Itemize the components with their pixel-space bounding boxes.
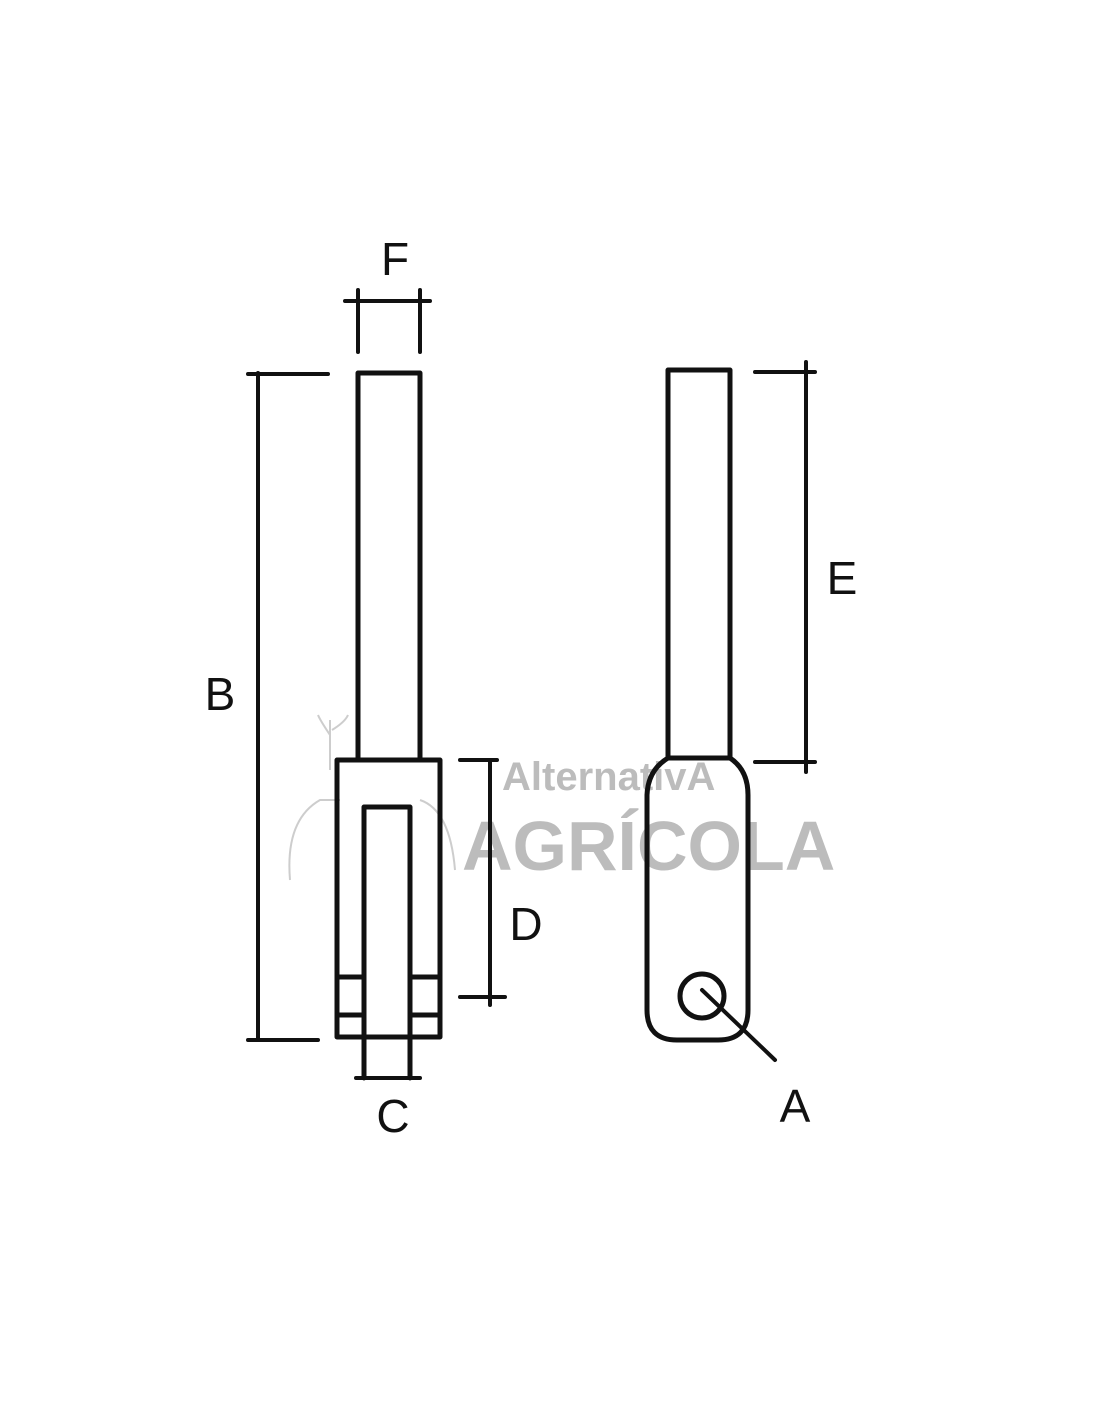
fork-shaft [355, 370, 423, 763]
dimension-D: D [458, 758, 543, 1007]
watermark-logo: AlternativA AGRÍCOLA [288, 714, 835, 885]
dimension-F: F [343, 233, 432, 354]
pin-hole [677, 971, 727, 1021]
dimension-A: A [700, 988, 811, 1132]
side-shaft [665, 367, 733, 761]
label-F: F [381, 233, 409, 285]
fork-body [334, 757, 443, 1040]
side-body [644, 755, 751, 1043]
watermark-line1: AlternativA [502, 755, 715, 799]
dimension-C: C [354, 1076, 422, 1142]
fork-front-view [334, 370, 443, 1081]
fork-slot [361, 804, 413, 1081]
dimension-E: E [753, 360, 858, 774]
dimension-B: B [205, 371, 330, 1042]
label-D: D [509, 898, 542, 950]
label-B: B [205, 668, 236, 720]
fork-side-view [644, 367, 751, 1043]
label-C: C [376, 1090, 409, 1142]
label-E: E [827, 552, 858, 604]
label-A: A [780, 1080, 811, 1132]
